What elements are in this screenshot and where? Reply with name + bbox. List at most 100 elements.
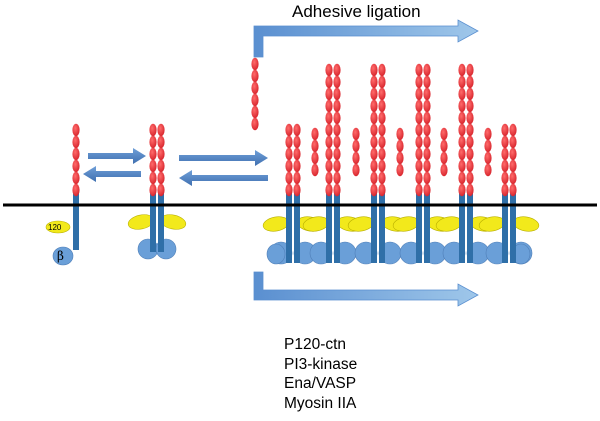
ec-domain: [466, 75, 474, 89]
ec-domain: [466, 183, 474, 197]
ec-domain: [440, 127, 448, 141]
ec-domain: [415, 87, 423, 101]
ec-domain: [458, 135, 466, 149]
cadherin-strand: [326, 192, 332, 263]
ec-domain: [72, 171, 80, 185]
free-cadherin-fragment: [251, 57, 259, 131]
ec-domain: [458, 111, 466, 125]
beta-catenin-blob: [52, 246, 74, 266]
cadherin-strand: [502, 192, 508, 263]
ec-domain: [333, 159, 341, 173]
ec-domain: [509, 171, 517, 185]
ec-domain: [149, 159, 157, 173]
cadherin: [149, 123, 157, 252]
ec-domain: [251, 117, 259, 131]
ec-domain: [285, 147, 293, 161]
ec-domain: [157, 171, 165, 185]
ec-domain: [415, 135, 423, 149]
cadherin: [293, 123, 301, 263]
ec-domain: [423, 171, 431, 185]
cadherin: [378, 63, 386, 263]
ec-domain: [293, 171, 301, 185]
ec-domain: [325, 147, 333, 161]
cadherin-strand: [467, 192, 473, 263]
ec-domain: [396, 163, 404, 177]
ec-domain: [466, 99, 474, 113]
cadherin: [157, 123, 165, 252]
ec-domain: [396, 139, 404, 153]
ec-domain: [378, 135, 386, 149]
cadherin-strand: [73, 192, 79, 250]
ec-domain: [149, 135, 157, 149]
ec-domain: [293, 135, 301, 149]
ec-domain: [293, 183, 301, 197]
ec-domain: [72, 135, 80, 149]
ec-domain: [423, 123, 431, 137]
cadherin: [311, 127, 319, 177]
cadherin: [509, 123, 517, 263]
ec-domain: [378, 63, 386, 77]
ec-domain: [325, 75, 333, 89]
ec-domain: [333, 87, 341, 101]
cadherin-strand: [459, 192, 465, 263]
ec-domain: [251, 105, 259, 119]
equilibrium-arrows-right: [179, 150, 268, 186]
ec-domain: [423, 63, 431, 77]
ec-domain: [415, 123, 423, 137]
ec-domain: [423, 111, 431, 125]
beta-catenin-blob: [266, 243, 286, 265]
ec-domain: [251, 93, 259, 107]
ec-domain: [458, 171, 466, 185]
cadherin: [458, 63, 466, 263]
ec-domain: [423, 87, 431, 101]
ec-domain: [370, 135, 378, 149]
ec-domain: [149, 171, 157, 185]
ec-domain: [370, 99, 378, 113]
ec-domain: [458, 99, 466, 113]
ec-domain: [458, 123, 466, 137]
ec-domain: [293, 159, 301, 173]
ec-domain: [333, 147, 341, 161]
ec-domain: [509, 159, 517, 173]
cadherin: [396, 127, 404, 177]
cadherin-strand: [510, 192, 516, 263]
ec-domain: [396, 151, 404, 165]
ec-domain: [423, 135, 431, 149]
ec-domain: [333, 111, 341, 125]
ec-domain: [285, 123, 293, 137]
cadherin-strand: [286, 192, 292, 263]
ec-domain: [293, 147, 301, 161]
ec-domain: [378, 159, 386, 173]
ec-domain: [466, 171, 474, 185]
ec-domain: [370, 171, 378, 185]
cadherin: [415, 63, 423, 263]
ligation-arrow-bottom: [253, 271, 479, 307]
cadherin-strand: [294, 192, 300, 263]
beta-catenin-label: β: [57, 249, 64, 263]
ec-domain: [509, 135, 517, 149]
ec-domain: [440, 139, 448, 153]
ec-domain: [285, 135, 293, 149]
ec-domain: [466, 87, 474, 101]
cadherin-strands: [72, 63, 517, 263]
cadherin: [423, 63, 431, 263]
molecule-item: P120-ctn: [284, 336, 347, 353]
ec-domain: [501, 147, 509, 161]
ec-domain: [251, 57, 259, 71]
ec-domain: [423, 99, 431, 113]
ec-domain: [333, 63, 341, 77]
ec-domain: [370, 159, 378, 173]
ec-domain: [378, 87, 386, 101]
ec-domain: [157, 159, 165, 173]
ec-domain: [415, 99, 423, 113]
cadherin: [325, 63, 333, 263]
ec-domain: [370, 63, 378, 77]
ec-domain: [325, 111, 333, 125]
ec-domain: [415, 183, 423, 197]
ec-domain: [396, 127, 404, 141]
p120-label: 120: [48, 223, 62, 232]
ec-domain: [484, 151, 492, 165]
ec-domain: [378, 183, 386, 197]
ec-domain: [423, 75, 431, 89]
ec-domain: [325, 87, 333, 101]
